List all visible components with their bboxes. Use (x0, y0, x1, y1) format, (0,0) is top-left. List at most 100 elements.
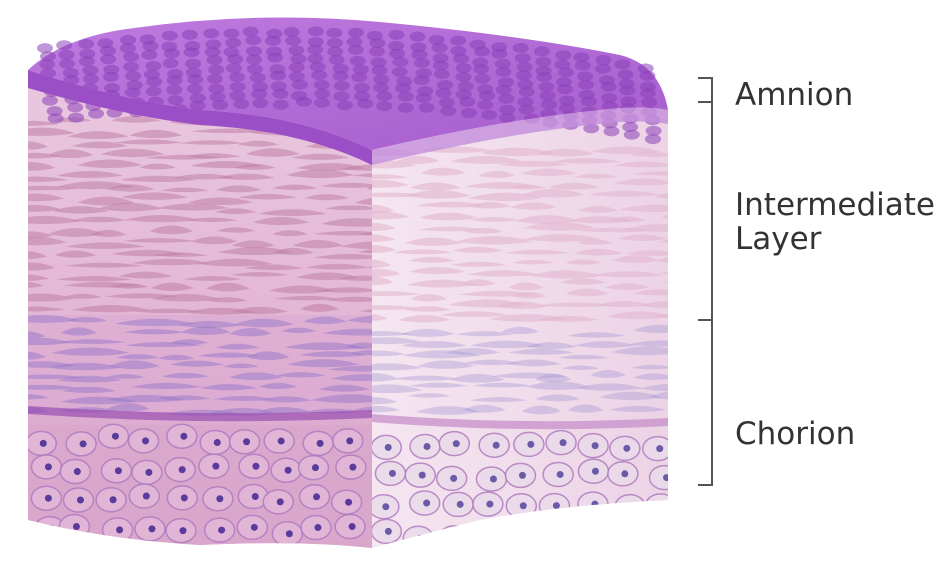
amnion-cell (223, 28, 239, 38)
cell-nucleus (654, 530, 661, 537)
amnion-cell (247, 64, 263, 74)
cell-nucleus (424, 443, 431, 450)
amnion-cell (439, 97, 455, 107)
amnion-cell (120, 43, 136, 53)
amnion-cell (624, 130, 640, 140)
cell-nucleus (519, 472, 526, 479)
amnion-cell (519, 87, 535, 97)
amnion-cell (314, 98, 330, 108)
cell-nucleus (179, 466, 186, 473)
chorion-cell (506, 523, 536, 547)
cell-nucleus (663, 474, 670, 481)
amnion-cell (290, 54, 306, 64)
cell-nucleus (80, 440, 87, 447)
amnion-cell (398, 92, 414, 102)
amnion-cell (296, 97, 312, 107)
amnion-cell (337, 100, 353, 110)
amnion-cell (350, 56, 366, 66)
cell-nucleus (385, 528, 392, 535)
amnion-cell (389, 30, 405, 40)
cell-nucleus (218, 527, 225, 534)
cell-nucleus (493, 442, 500, 449)
amnion-cell (348, 45, 364, 55)
amnion-label: Amnion (735, 78, 853, 112)
amnion-cell (289, 62, 305, 72)
cell-nucleus (346, 437, 353, 444)
chorion-cell (439, 526, 469, 550)
amnion-cell (581, 96, 597, 106)
amnion-cell (285, 36, 301, 46)
amnion-cell (498, 94, 514, 104)
amnion-cell (461, 108, 477, 118)
chorion-label-text: Chorion (735, 416, 855, 452)
intermediate-layer-label: Intermediate Layer (735, 188, 935, 256)
cell-nucleus (116, 526, 123, 533)
amnion-cell (495, 67, 511, 77)
amnion-cell (348, 28, 364, 38)
cell-nucleus (486, 501, 493, 508)
amnion-cell (392, 57, 408, 67)
cell-nucleus (252, 463, 259, 470)
cell-nucleus (629, 503, 636, 510)
chorion-cell (545, 524, 575, 548)
cube-side-face (352, 108, 746, 551)
amnion-cell (245, 35, 261, 45)
chorion-cell (646, 494, 676, 518)
cell-nucleus (492, 533, 499, 540)
amnion-cell (398, 103, 414, 113)
cell-nucleus (216, 495, 223, 502)
cell-nucleus (148, 525, 155, 532)
cell-nucleus (110, 496, 117, 503)
amnion-cell (141, 50, 157, 60)
amnion-cell (143, 41, 159, 51)
amnion-cell (372, 65, 388, 75)
amnion-cell (333, 91, 349, 101)
amnion-cell (226, 63, 242, 73)
amnion-cell (376, 101, 392, 111)
amnion-cell (474, 47, 490, 57)
amnion-cell (252, 98, 268, 108)
amnion-cell (557, 84, 573, 94)
amnion-cell (329, 55, 345, 65)
amnion-cell (453, 54, 469, 64)
amnion-cell (243, 26, 259, 36)
amnion-cell (369, 47, 385, 57)
amnion-cell (125, 88, 141, 98)
amnion-cell (103, 72, 119, 82)
layer-bracket (698, 78, 712, 485)
amnion-cell (78, 39, 94, 49)
cell-nucleus (553, 502, 560, 509)
cell-nucleus (450, 475, 457, 482)
intermediate-label-line-1: Intermediate (735, 188, 935, 222)
amnion-cell (88, 109, 104, 119)
amnion-cell (595, 64, 611, 74)
amnion-cell (59, 50, 75, 60)
cell-nucleus (591, 501, 598, 508)
amnion-cell (162, 31, 178, 41)
chorion-label: Chorion (735, 417, 855, 451)
amnion-cell (212, 100, 228, 110)
cell-nucleus (423, 500, 430, 507)
amnion-cell (229, 72, 245, 82)
cell-nucleus (286, 530, 293, 537)
amnion-cell (491, 49, 507, 59)
amnion-cell (640, 88, 656, 98)
cell-nucleus (313, 493, 320, 500)
amnion-cell (270, 71, 286, 81)
cell-nucleus (112, 433, 119, 440)
amnion-cell (519, 105, 535, 115)
amnion-cell (615, 59, 631, 69)
amnion-cell (395, 83, 411, 93)
amnion-cell (208, 65, 224, 75)
amnion-cell (311, 70, 327, 80)
cell-nucleus (278, 438, 285, 445)
amnion-cell (227, 54, 243, 64)
cell-nucleus (212, 463, 219, 470)
amnion-cell (414, 75, 430, 85)
amnion-cell (230, 82, 246, 92)
amnion-cell (474, 74, 490, 84)
amnion-cell (292, 80, 308, 90)
cell-nucleus (345, 499, 352, 506)
amnion-cell (373, 83, 389, 93)
amnion-cell (477, 100, 493, 110)
